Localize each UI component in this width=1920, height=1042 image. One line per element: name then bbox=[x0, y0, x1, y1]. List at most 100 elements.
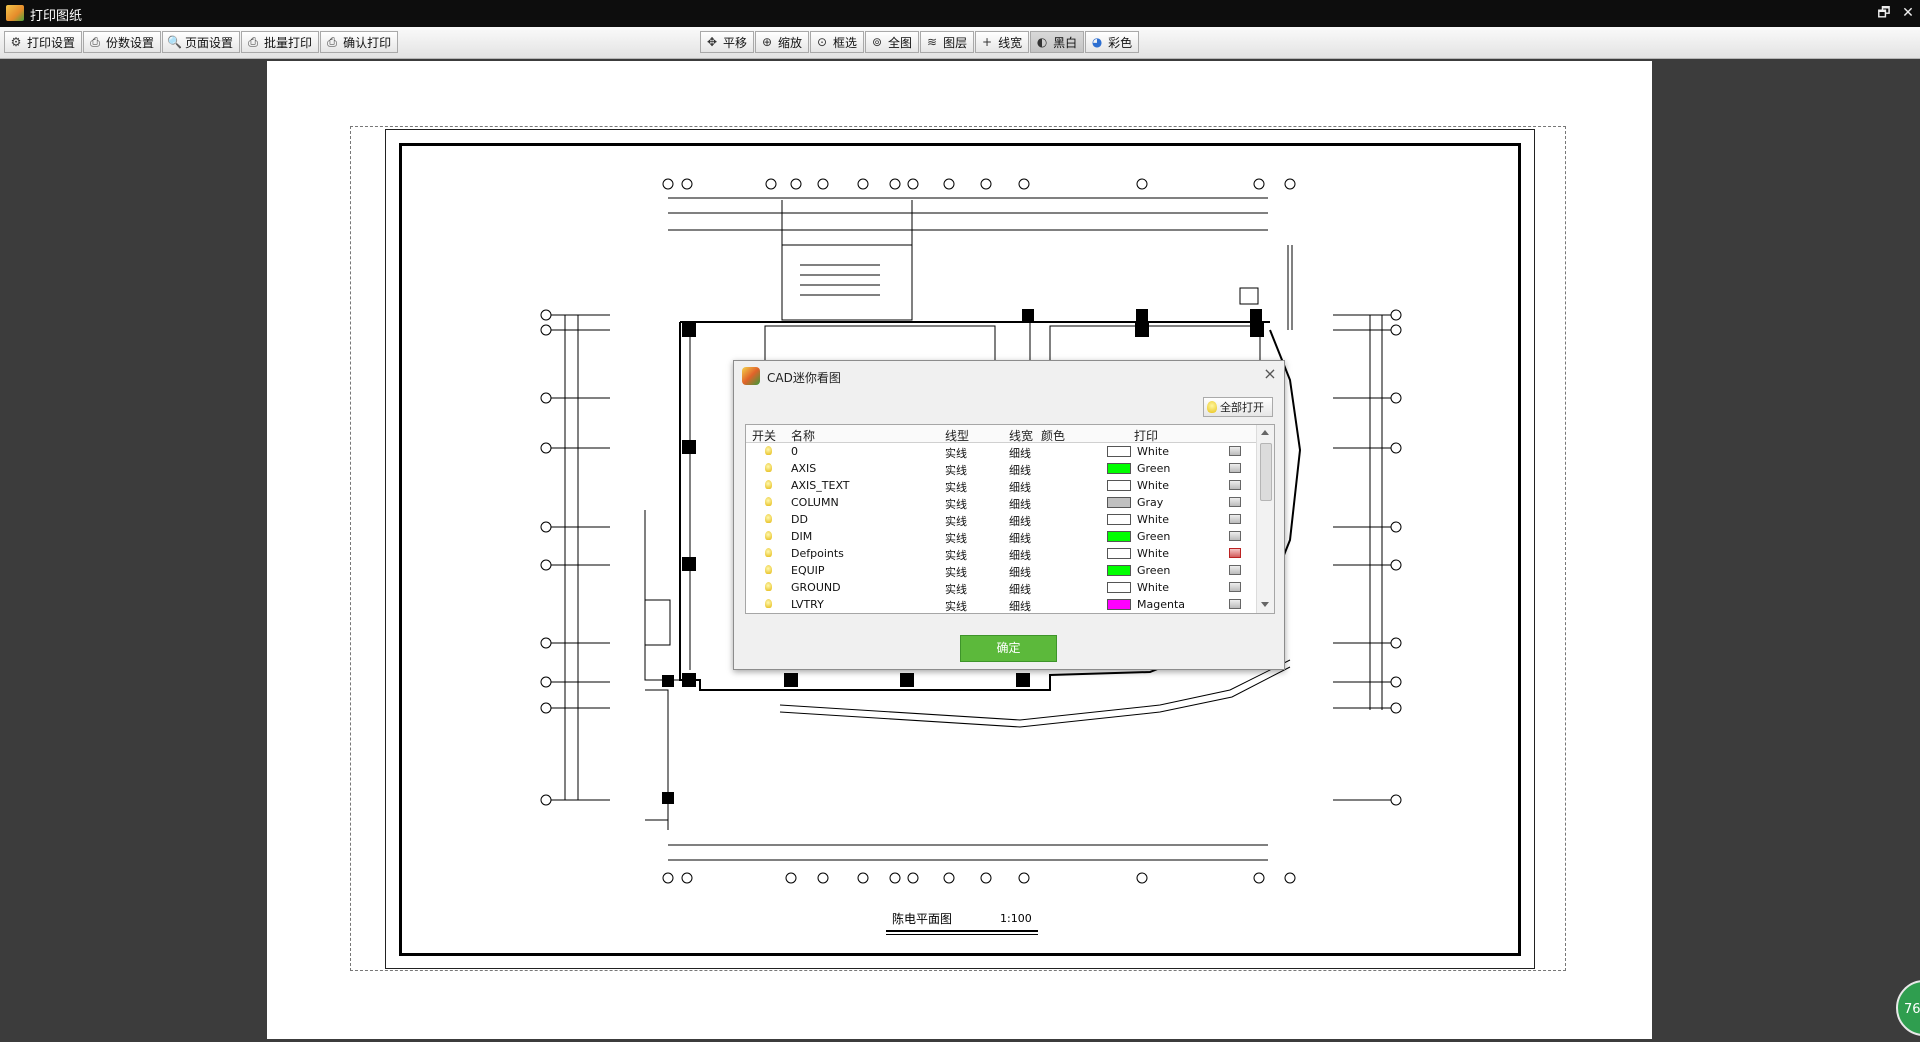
layer-print-printer-icon[interactable] bbox=[1229, 514, 1241, 524]
toolbar: ⚙打印设置 ⎙份数设置 🔍页面设置 ⎙批量打印 ⎙确认打印 ✥平移 ⊕缩放 ⊙框… bbox=[0, 27, 1920, 59]
copies-label: 份数设置 bbox=[106, 35, 155, 50]
layer-color-swatch[interactable] bbox=[1107, 480, 1131, 491]
print-settings-button[interactable]: ⚙打印设置 bbox=[4, 31, 83, 53]
layer-color-swatch[interactable] bbox=[1107, 514, 1131, 525]
batch-print-label: 批量打印 bbox=[264, 35, 313, 50]
layer-lineweight[interactable]: 细线 bbox=[1009, 498, 1031, 511]
open-all-layers-button[interactable]: 全部打开 bbox=[1203, 397, 1273, 417]
layer-color-name: White bbox=[1137, 513, 1169, 526]
layer-color-swatch[interactable] bbox=[1107, 582, 1131, 593]
layer-color-swatch[interactable] bbox=[1107, 599, 1131, 610]
layer-lineweight[interactable]: 细线 bbox=[1009, 549, 1031, 562]
layer-color-swatch[interactable] bbox=[1107, 531, 1131, 542]
layer-linetype[interactable]: 实线 bbox=[945, 583, 967, 596]
layer-linetype[interactable]: 实线 bbox=[945, 464, 967, 477]
layer-color-swatch[interactable] bbox=[1107, 548, 1131, 559]
drawing-frame-inner bbox=[399, 143, 1521, 956]
layer-on-lightbulb-icon[interactable] bbox=[765, 463, 772, 472]
layer-print-printer-icon[interactable] bbox=[1229, 548, 1241, 558]
layer-on-lightbulb-icon[interactable] bbox=[765, 446, 772, 455]
layer-on-lightbulb-icon[interactable] bbox=[765, 582, 772, 591]
restore-window-button[interactable]: 🗗 bbox=[1877, 5, 1891, 21]
layer-linetype[interactable]: 实线 bbox=[945, 481, 967, 494]
layer-print-printer-icon[interactable] bbox=[1229, 480, 1241, 490]
window-title: 打印图纸 bbox=[30, 9, 83, 24]
layer-lineweight[interactable]: 细线 bbox=[1009, 481, 1031, 494]
lineweight-button[interactable]: +线宽 bbox=[975, 31, 1030, 53]
layer-print-printer-icon[interactable] bbox=[1229, 531, 1241, 541]
layer-color-swatch[interactable] bbox=[1107, 446, 1131, 457]
layer-on-lightbulb-icon[interactable] bbox=[765, 514, 772, 523]
layer-on-lightbulb-icon[interactable] bbox=[765, 497, 772, 506]
monochrome-button[interactable]: ◐黑白 bbox=[1030, 31, 1085, 53]
layer-linetype[interactable]: 实线 bbox=[945, 549, 967, 562]
scroll-down-arrow-icon[interactable] bbox=[1261, 602, 1269, 607]
layer-lineweight[interactable]: 细线 bbox=[1009, 515, 1031, 528]
page-settings-button[interactable]: 🔍页面设置 bbox=[162, 31, 241, 53]
scroll-thumb[interactable] bbox=[1260, 443, 1272, 501]
batch-print-button[interactable]: ⎙批量打印 bbox=[241, 31, 320, 53]
col-linetype[interactable]: 线型 bbox=[945, 429, 970, 443]
layer-print-printer-icon[interactable] bbox=[1229, 582, 1241, 592]
color-label: 彩色 bbox=[1108, 35, 1133, 50]
layer-table-scrollbar[interactable] bbox=[1256, 425, 1274, 613]
col-color[interactable]: 颜色 bbox=[1041, 429, 1066, 443]
layer-linetype[interactable]: 实线 bbox=[945, 515, 967, 528]
layer-on-lightbulb-icon[interactable] bbox=[765, 565, 772, 574]
col-print[interactable]: 打印 bbox=[1134, 429, 1159, 443]
zoom-button[interactable]: ⊕缩放 bbox=[755, 31, 810, 53]
layer-color-swatch[interactable] bbox=[1107, 463, 1131, 474]
layer-lineweight[interactable]: 细线 bbox=[1009, 447, 1031, 460]
layer-lineweight[interactable]: 细线 bbox=[1009, 583, 1031, 596]
layer-lineweight[interactable]: 细线 bbox=[1009, 532, 1031, 545]
close-window-button[interactable]: ✕ bbox=[1902, 5, 1914, 21]
col-switch[interactable]: 开关 bbox=[752, 429, 777, 443]
dialog-close-button[interactable]: × bbox=[1263, 364, 1277, 383]
layer-color-swatch[interactable] bbox=[1107, 497, 1131, 508]
layer-linetype[interactable]: 实线 bbox=[945, 600, 967, 613]
layer-print-printer-icon[interactable] bbox=[1229, 497, 1241, 507]
layer-print-printer-icon[interactable] bbox=[1229, 463, 1241, 473]
pan-button[interactable]: ✥平移 bbox=[700, 31, 755, 53]
layer-lineweight[interactable]: 细线 bbox=[1009, 464, 1031, 477]
col-lineweight[interactable]: 线宽 bbox=[1009, 429, 1034, 443]
layer-name: 0 bbox=[791, 445, 798, 458]
scroll-up-arrow-icon[interactable] bbox=[1261, 430, 1269, 435]
layer-on-lightbulb-icon[interactable] bbox=[765, 480, 772, 489]
confirm-print-button[interactable]: ⎙确认打印 bbox=[320, 31, 399, 53]
layer-on-lightbulb-icon[interactable] bbox=[765, 599, 772, 608]
layers-button[interactable]: ≋图层 bbox=[920, 31, 975, 53]
layer-linetype[interactable]: 实线 bbox=[945, 498, 967, 511]
col-name[interactable]: 名称 bbox=[791, 429, 816, 443]
color-button[interactable]: ◕彩色 bbox=[1085, 31, 1140, 53]
layer-print-printer-icon[interactable] bbox=[1229, 599, 1241, 609]
layer-on-lightbulb-icon[interactable] bbox=[765, 548, 772, 557]
window-select-icon: ⊙ bbox=[817, 35, 828, 49]
layer-print-printer-icon[interactable] bbox=[1229, 446, 1241, 456]
layer-name: LVTRY bbox=[791, 598, 824, 611]
layer-linetype[interactable]: 实线 bbox=[945, 532, 967, 545]
layer-print-printer-icon[interactable] bbox=[1229, 565, 1241, 575]
layer-linetype[interactable]: 实线 bbox=[945, 566, 967, 579]
window-select-button[interactable]: ⊙框选 bbox=[810, 31, 865, 53]
ok-button[interactable]: 确定 bbox=[960, 635, 1057, 662]
zoom-extents-button[interactable]: ⊚全图 bbox=[865, 31, 920, 53]
monochrome-label: 黑白 bbox=[1053, 35, 1078, 50]
layer-lineweight[interactable]: 细线 bbox=[1009, 600, 1031, 613]
layer-on-lightbulb-icon[interactable] bbox=[765, 531, 772, 540]
layer-color-swatch[interactable] bbox=[1107, 565, 1131, 576]
layer-lineweight[interactable]: 细线 bbox=[1009, 566, 1031, 579]
layer-linetype[interactable]: 实线 bbox=[945, 447, 967, 460]
copies-button[interactable]: ⎙份数设置 bbox=[83, 31, 162, 53]
